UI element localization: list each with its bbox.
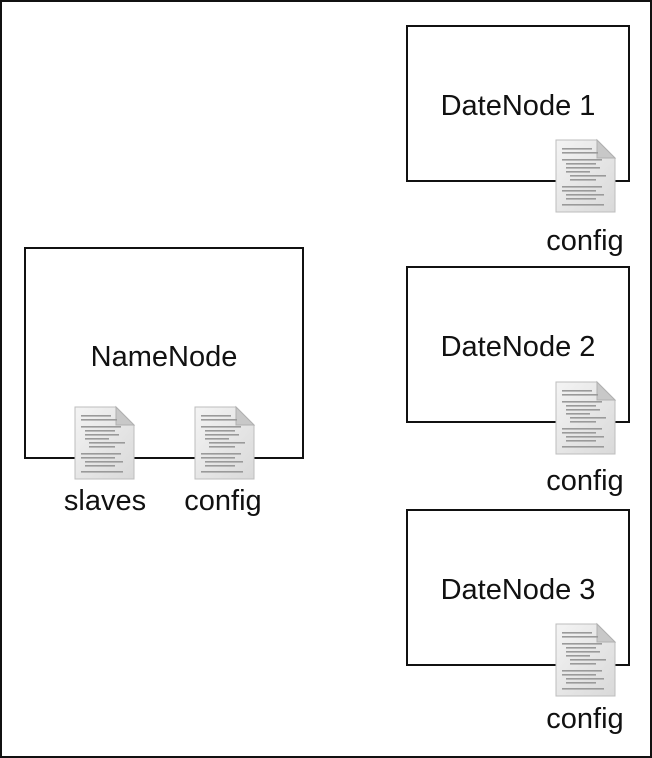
document-glyph <box>555 622 617 697</box>
namenode-box: NameNode <box>24 247 304 459</box>
datanode-1-config-document-icon <box>553 138 617 214</box>
datanode-2-config-file-label: config <box>546 465 624 497</box>
namenode-label: NameNode <box>90 341 238 373</box>
namenode-config-file-label: config <box>184 485 262 517</box>
datanode-3-label: DateNode 3 <box>440 574 596 606</box>
datanode-2-label: DateNode 2 <box>440 331 596 363</box>
datanode-2-config-document-icon <box>553 380 617 456</box>
document-glyph <box>194 405 256 480</box>
datanode-1-config-file-label: config <box>546 225 624 257</box>
document-glyph <box>74 405 136 480</box>
datanode-3-config-file-label: config <box>546 703 624 735</box>
datanode-3-config-document-icon <box>553 622 617 698</box>
namenode-config-document-icon <box>192 405 256 481</box>
slaves-file-label: slaves <box>63 485 147 517</box>
slaves-document-icon <box>72 405 136 481</box>
document-glyph <box>555 138 617 213</box>
document-glyph <box>555 380 617 455</box>
datanode-1-label: DateNode 1 <box>440 90 596 122</box>
